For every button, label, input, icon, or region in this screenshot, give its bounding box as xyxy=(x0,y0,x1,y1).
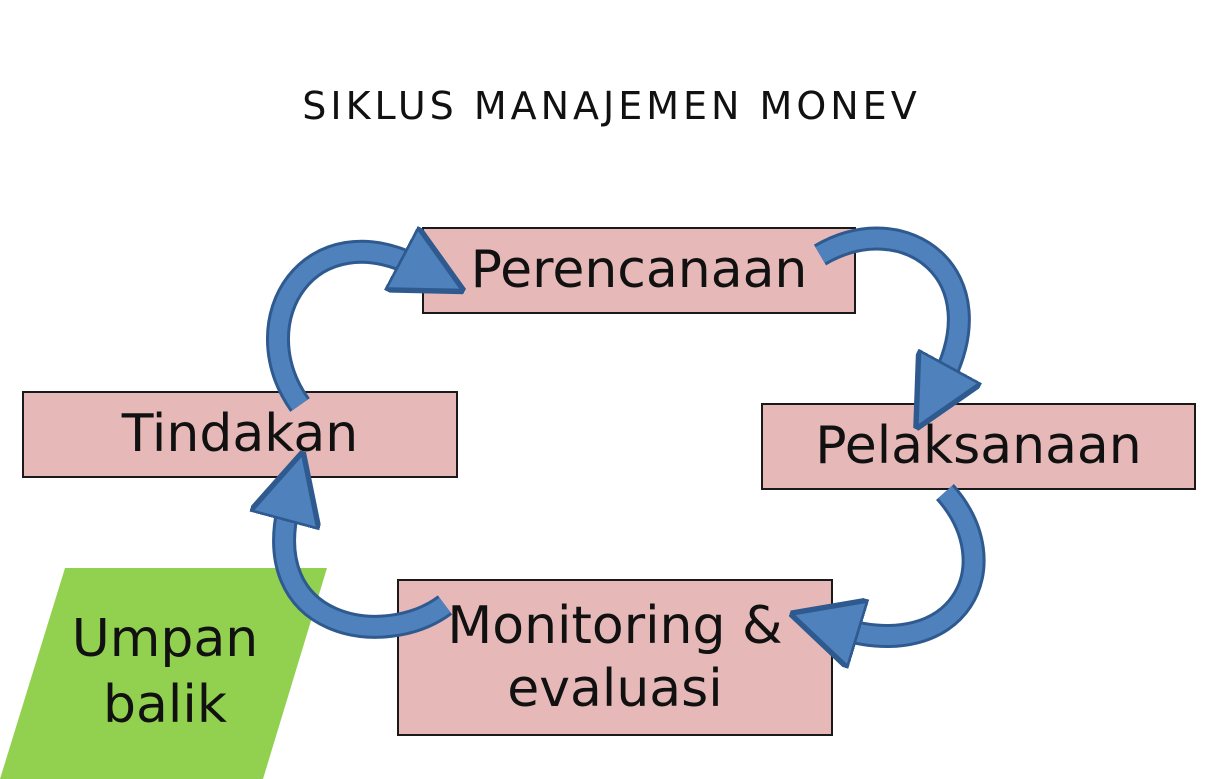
node-perencanaan-label: Perencanaan xyxy=(470,240,808,301)
node-pelaksanaan: Pelaksanaan xyxy=(761,403,1196,490)
node-monitoring-evaluasi: Monitoring & evaluasi xyxy=(397,579,833,736)
diagram-title: SIKLUS MANAJEMEN MONEV xyxy=(302,84,921,128)
feedback-label: Umpan balik xyxy=(71,609,259,735)
node-perencanaan: Perencanaan xyxy=(422,227,856,314)
node-monitoring-evaluasi-label: Monitoring & evaluasi xyxy=(447,596,783,719)
